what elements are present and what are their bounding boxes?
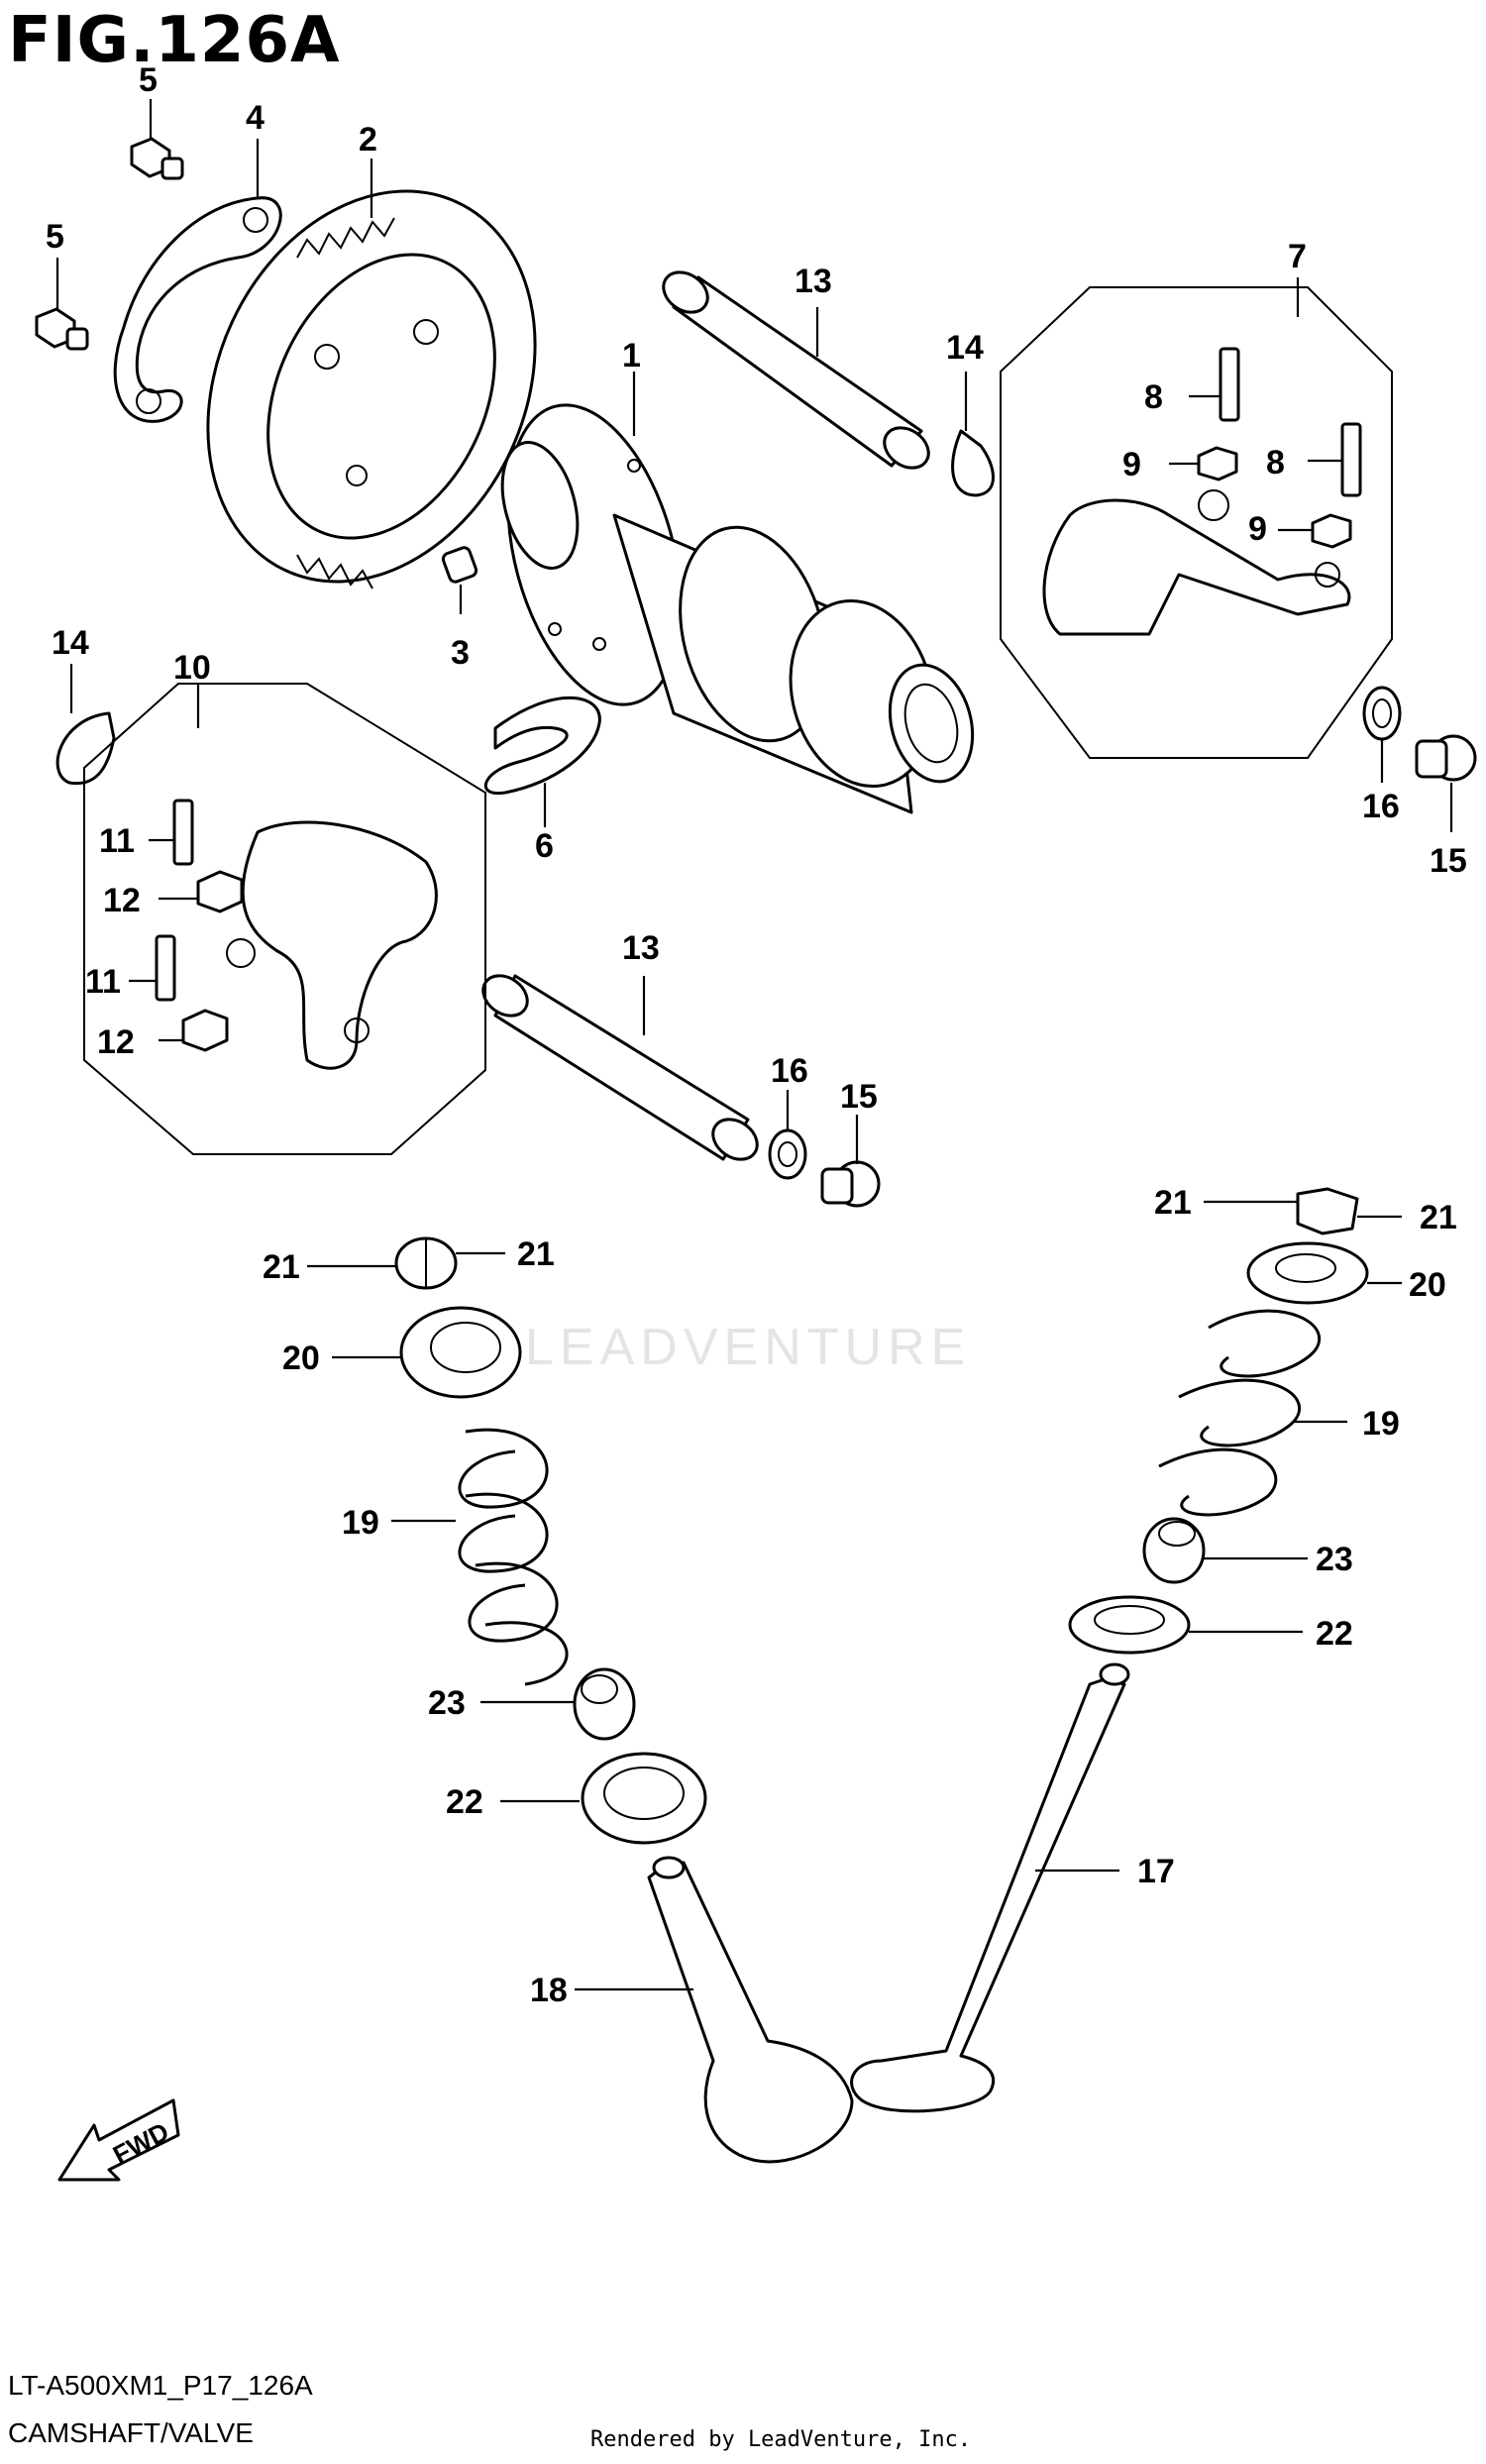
lock-nut-part[interactable] (1197, 446, 1352, 549)
callout-3: 3 (451, 634, 470, 672)
adjusting-screw-part[interactable] (1219, 347, 1362, 497)
callout-21-left-a: 21 (263, 1248, 300, 1286)
valve-spring-part-right[interactable] (1158, 1309, 1322, 1517)
leader-lines (55, 99, 1453, 1991)
callout-21-right-a: 21 (1154, 1184, 1192, 1222)
valve-spring-part-left[interactable] (458, 1428, 569, 1686)
valve-stem-seal-part-left[interactable] (573, 1667, 636, 1741)
rendered-by-credit: Rendered by LeadVenture, Inc. (590, 2427, 972, 2452)
gasket-washer-part-right[interactable] (1362, 686, 1402, 741)
plug-bolt-part-left[interactable] (820, 1160, 881, 1208)
callout-22-right: 22 (1316, 1615, 1353, 1653)
bolt-part-upper[interactable] (130, 137, 184, 180)
callout-23-right: 23 (1316, 1541, 1353, 1578)
callout-13-upper: 13 (795, 263, 832, 300)
callout-12-lower: 12 (97, 1023, 135, 1061)
callout-11-lower: 11 (85, 963, 121, 1001)
callout-20-left: 20 (282, 1339, 320, 1377)
callout-5-lower: 5 (46, 218, 64, 256)
figure-title: FIG.126A (8, 4, 341, 77)
retainer-plate-part[interactable] (113, 196, 282, 423)
callout-17: 17 (1137, 1853, 1175, 1890)
callout-15-left: 15 (840, 1078, 878, 1116)
callout-2: 2 (359, 121, 377, 159)
callout-10: 10 (173, 649, 211, 687)
valve-spring-seat-part-left[interactable] (581, 1752, 707, 1845)
valve-stem-seal-part-right[interactable] (1142, 1517, 1206, 1584)
watermark-text: LEADVENTURE (525, 1319, 972, 1376)
callout-21-right-b: 21 (1420, 1199, 1457, 1236)
callout-6: 6 (535, 827, 554, 865)
rocker-shaft-part-lower[interactable] (476, 967, 765, 1167)
callout-8-lower: 8 (1266, 444, 1285, 482)
valve-cotter-part-right[interactable] (1296, 1187, 1359, 1235)
cam-sprocket-part[interactable] (147, 138, 596, 636)
fwd-arrow-icon (57, 2098, 180, 2182)
model-code: LT-A500XM1_P17_126A (8, 2370, 313, 2401)
callout-22-left: 22 (446, 1783, 483, 1821)
o-ring-part-upper[interactable] (951, 429, 995, 497)
callout-7: 7 (1288, 238, 1307, 275)
callout-8-upper: 8 (1144, 378, 1163, 416)
callout-19-left: 19 (342, 1504, 379, 1542)
callout-14-lower: 14 (52, 624, 89, 662)
intake-rocker-arm-assembly[interactable] (83, 683, 486, 1155)
callout-labels: 1 2 3 4 5 5 6 7 8 8 9 9 10 11 11 12 12 1… (46, 61, 1467, 2009)
callout-13-lower: 13 (622, 929, 660, 967)
valve-spring-retainer-part-left[interactable] (399, 1306, 522, 1399)
plug-bolt-part-right[interactable] (1415, 734, 1477, 782)
gasket-washer-part-left[interactable] (768, 1128, 807, 1180)
callout-21-left-b: 21 (517, 1235, 555, 1273)
callout-23-left: 23 (428, 1684, 466, 1722)
callout-16-right: 16 (1362, 788, 1400, 825)
exhaust-rocker-arm-assembly[interactable] (1000, 286, 1393, 759)
valve-spring-seat-part-right[interactable] (1068, 1595, 1191, 1655)
callout-14-upper: 14 (946, 329, 984, 367)
thrust-washer-part[interactable] (483, 696, 601, 796)
camshaft-part[interactable] (478, 386, 986, 814)
callout-9-upper: 9 (1122, 446, 1141, 483)
callout-15-right: 15 (1430, 842, 1467, 880)
callout-5-upper: 5 (139, 61, 158, 99)
rocker-shaft-part-upper[interactable] (656, 264, 936, 476)
callout-16-left: 16 (771, 1052, 808, 1090)
callout-11-upper: 11 (99, 822, 135, 860)
callout-1: 1 (622, 337, 641, 375)
callout-18: 18 (530, 1972, 568, 2009)
callout-9-lower: 9 (1248, 510, 1267, 548)
valve-cotter-part-left[interactable] (394, 1236, 458, 1290)
callout-4: 4 (246, 99, 265, 137)
o-ring-part-lower[interactable] (55, 711, 116, 786)
valve-spring-retainer-part-right[interactable] (1246, 1241, 1369, 1305)
lock-nut-part-intake[interactable] (181, 870, 244, 1052)
callout-12-upper: 12 (103, 882, 141, 919)
section-name: CAMSHAFT/VALVE (8, 2417, 254, 2448)
dowel-pin-part[interactable] (441, 546, 478, 584)
exhaust-valve-part[interactable] (850, 1662, 1130, 2113)
adjusting-screw-part-intake[interactable] (155, 799, 194, 1002)
bolt-part-lower[interactable] (35, 307, 89, 351)
callout-19-right: 19 (1362, 1405, 1400, 1443)
intake-valve-part[interactable] (647, 1856, 854, 2164)
callout-20-right: 20 (1409, 1266, 1446, 1304)
